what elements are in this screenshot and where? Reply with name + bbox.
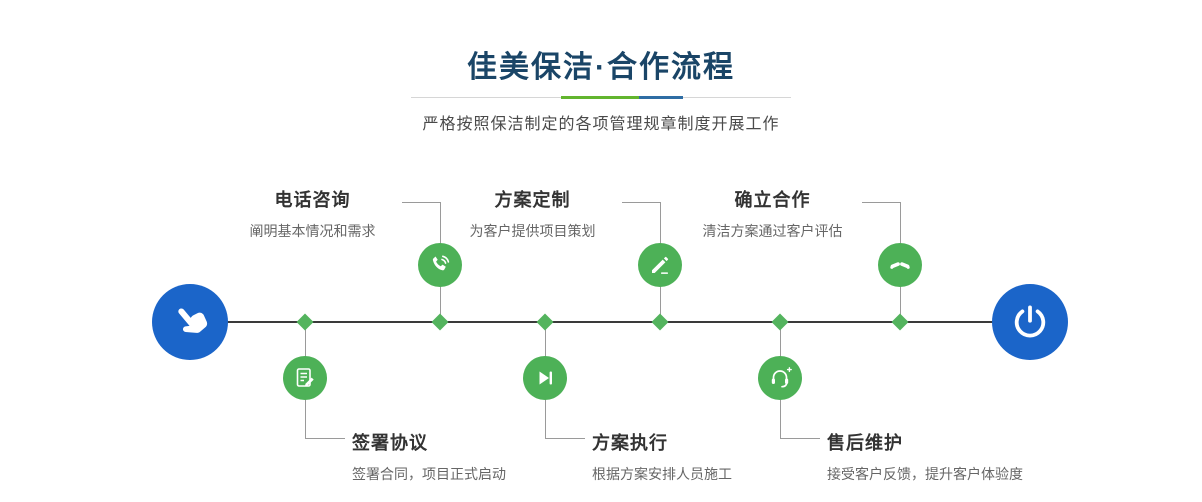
process-step-aftersales-label: 售后维护 接受客户反馈，提升客户体验度 [827, 429, 1147, 484]
hand-pointer-icon [178, 308, 208, 333]
step-title: 售后维护 [827, 433, 903, 453]
timeline-diamond [536, 313, 554, 331]
power-icon [1014, 305, 1046, 338]
step-title: 电话咨询 [274, 190, 351, 210]
document-pen-icon [296, 368, 314, 387]
step-connector-h [622, 202, 660, 203]
timeline-diamond [431, 313, 449, 331]
timeline-diamond [771, 313, 789, 331]
step-icon-circle-sign [283, 356, 327, 400]
step-desc: 接受客户反馈，提升客户体验度 [827, 466, 1023, 482]
step-connector-h [545, 438, 585, 439]
process-step-plan-label: 方案定制 为客户提供项目策划 [445, 186, 620, 241]
timeline-diamond [651, 313, 669, 331]
step-connector-h [862, 202, 900, 203]
pencil-icon [652, 256, 669, 274]
step-desc: 为客户提供项目策划 [469, 223, 596, 239]
process-step-cooperation-label: 确立合作 清洁方案通过客户评估 [685, 186, 860, 241]
step-icon-circle-plan [638, 243, 682, 287]
step-title: 方案执行 [592, 433, 668, 453]
step-connector-h [780, 438, 820, 439]
step-title: 确立合作 [734, 190, 811, 210]
handshake-icon [890, 262, 910, 269]
timeline-diamond [891, 313, 909, 331]
step-connector-h [402, 202, 440, 203]
title-divider [411, 96, 791, 99]
process-step-sign-label: 签署协议 签署合同，项目正式启动 [352, 429, 672, 484]
step-desc: 签署合同，项目正式启动 [352, 466, 506, 482]
headset-plus-icon [771, 367, 792, 388]
step-icon-circle-aftersales [758, 356, 802, 400]
step-title: 方案定制 [494, 190, 571, 210]
start-node [152, 284, 228, 360]
page-subtitle: 严格按照保洁制定的各项管理规章制度开展工作 [422, 116, 780, 133]
timeline-diamond [296, 313, 314, 331]
step-desc: 阐明基本情况和需求 [249, 223, 376, 239]
step-icon-circle-execute [523, 356, 567, 400]
divider-green-segment [561, 96, 639, 99]
step-desc: 根据方案安排人员施工 [592, 466, 732, 482]
step-desc: 清洁方案通过客户评估 [702, 223, 843, 239]
step-icon-circle-phone [418, 243, 462, 287]
page-title: 佳美保洁·合作流程 [467, 51, 735, 84]
end-node [992, 284, 1068, 360]
step-icon-circle-cooperation [878, 243, 922, 287]
timeline-main-line [190, 321, 1030, 323]
process-step-phone-label: 电话咨询 阐明基本情况和需求 [225, 186, 400, 241]
step-title: 签署协议 [352, 433, 428, 453]
step-connector-h [305, 438, 345, 439]
divider-blue-segment [639, 96, 683, 99]
play-forward-icon [539, 371, 552, 385]
phone-icon [432, 255, 450, 271]
process-step-execute-label: 方案执行 根据方案安排人员施工 [592, 429, 912, 484]
